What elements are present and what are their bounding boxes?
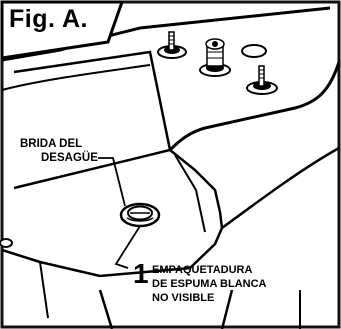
soap-dispenser-hole [241, 44, 267, 58]
gasket-label-line3: NO VISIBLE [152, 292, 215, 304]
figure-label-box [0, 0, 125, 60]
flange-leader-line [98, 157, 126, 207]
faucet-valve-left [157, 31, 187, 59]
figure-label: Fig. A. [9, 5, 88, 33]
drain-flange-label-line1: BRIDA DEL [20, 138, 83, 150]
step-number: 1 [133, 258, 149, 289]
basin-floor-line [39, 261, 49, 319]
faucet-valve-right [246, 65, 278, 95]
basin-right-wall [221, 146, 340, 230]
basin-bottom-edge [1, 227, 224, 278]
gasket-leader-line [114, 225, 141, 269]
faucet-spout [199, 38, 231, 77]
gasket-label-line2: DE ESPUMA BLANCA [152, 278, 267, 290]
basin-back-edge [169, 149, 224, 229]
basin-left-wall [1, 64, 151, 91]
basin-rim [13, 50, 172, 190]
pedestal-leg-right [220, 289, 234, 329]
deck-right-edge [168, 61, 341, 152]
drain-flange [119, 202, 161, 228]
pedestal-leg-left [98, 289, 114, 329]
drain-flange-label-line2: DESAGÜE [41, 152, 98, 164]
overflow-hole [0, 238, 13, 248]
deck-top-edge [99, 6, 331, 40]
basin-corner-fold [174, 154, 206, 233]
gasket-label-line1: EMPAQUETADURA [152, 264, 253, 276]
